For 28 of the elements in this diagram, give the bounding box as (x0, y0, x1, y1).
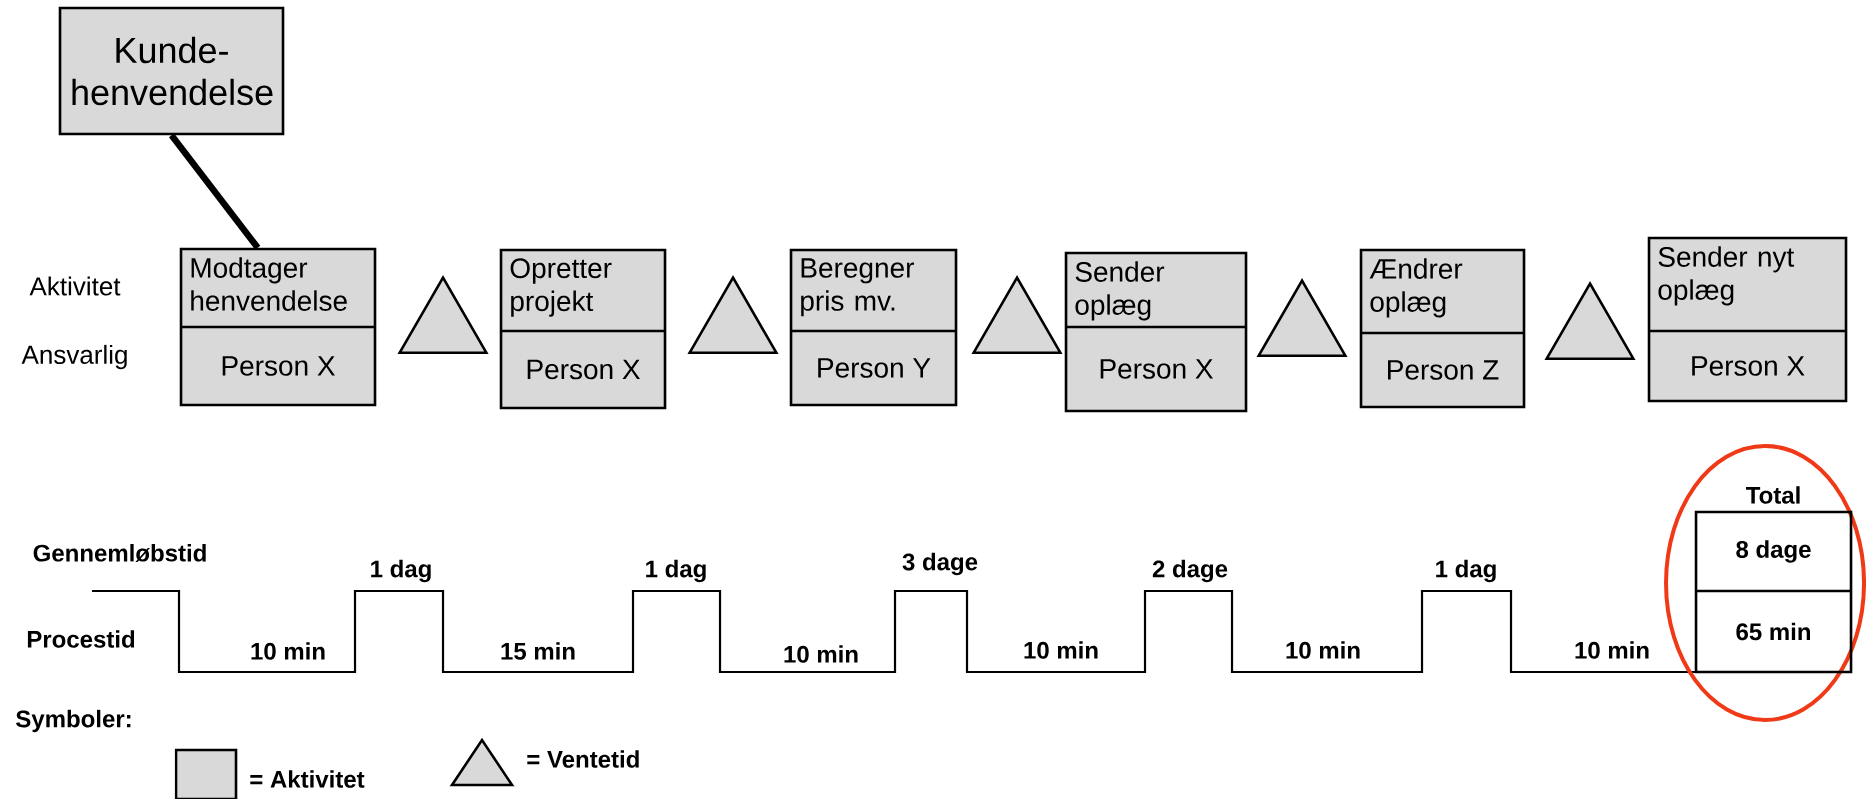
activity-box: Sender nyt oplæg Person X (1647, 236, 1848, 403)
row-label: Ansvarlig (21, 344, 127, 370)
time-label: 15 min (501, 642, 575, 660)
time-label: 3 dage (902, 552, 978, 576)
row-label: Aktivitet (29, 276, 121, 296)
time-label: 1 dag (1436, 559, 1496, 583)
time-label: 10 min (784, 645, 858, 663)
time-label: 10 min (1575, 641, 1649, 659)
connector-line (168, 133, 261, 250)
time-label: 10 min (251, 642, 325, 660)
activity-box: Opretter projekt Person X (499, 248, 667, 410)
heading-label: Procestid (27, 630, 135, 648)
activity-box: Ændrer oplæg Person Z (1359, 248, 1526, 409)
heading-label: Gennemløbstid (33, 544, 206, 563)
time-label: 10 min (1024, 641, 1098, 659)
time-label: 1 dag (646, 559, 706, 583)
heading-label: Symboler: (16, 709, 131, 733)
legend-text: = Ventetid (527, 750, 639, 768)
time-label: 10 min (1286, 641, 1360, 659)
node-label: Total (1746, 486, 1800, 504)
time-label: 2 dage (1152, 559, 1228, 583)
time-label: 1 dag (371, 559, 431, 583)
legend-text: = Aktivitet (250, 770, 365, 788)
total-box: Total 8 dage 65 min (1694, 486, 1853, 674)
activity-box: Beregner pris mv. Person Y (789, 248, 958, 407)
activity-box: Modtager henvendelse Person X (179, 247, 377, 407)
activity-box: Sender oplæg Person X (1064, 251, 1248, 413)
start-box: Kunde- henvendelse (58, 6, 285, 136)
